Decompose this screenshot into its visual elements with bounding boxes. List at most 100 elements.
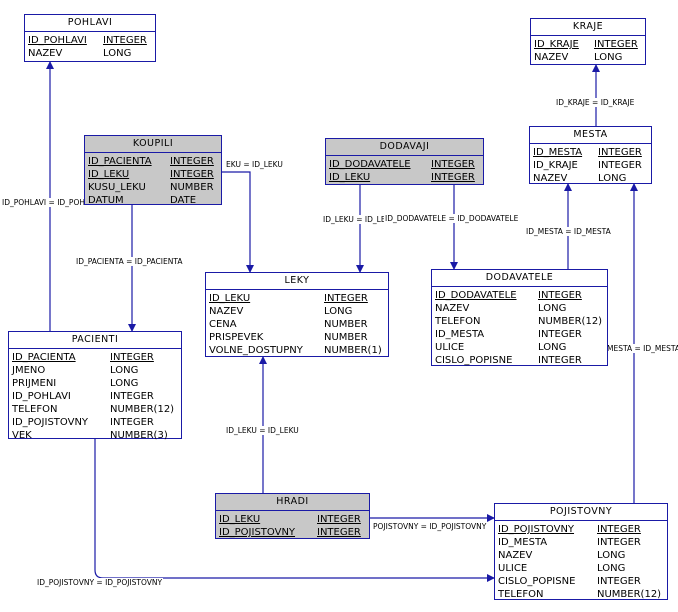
- column-name: ID_LEKU: [209, 293, 251, 304]
- column-name: ID_POHLAVI: [28, 35, 87, 46]
- column-name: ID_POHLAVI: [12, 391, 71, 402]
- column-row: ID_LEKU INTEGER: [206, 292, 388, 305]
- column-type: INTEGER: [597, 537, 641, 548]
- column-type: NUMBER(3): [110, 430, 168, 441]
- entity-title: PACIENTI: [9, 332, 181, 349]
- column-row: ID_KRAJE INTEGER: [530, 159, 651, 172]
- column-type: LONG: [598, 173, 627, 184]
- column-name: JMENO: [12, 365, 46, 376]
- column-name: ID_PACIENTA: [88, 156, 152, 167]
- entity-title: KRAJE: [531, 19, 645, 36]
- column-type: NUMBER: [324, 332, 368, 343]
- column-name: TELEFON: [12, 404, 58, 415]
- rel-label-mesta-kraje: ID_KRAJE = ID_KRAJE: [555, 98, 636, 107]
- column-row: NAZEV LONG: [25, 47, 155, 60]
- column-type: LONG: [103, 48, 132, 59]
- column-name: NAZEV: [498, 550, 533, 561]
- column-name: ID_LEKU: [219, 514, 261, 525]
- column-name: NAZEV: [209, 306, 244, 317]
- column-type: INTEGER: [598, 147, 642, 158]
- column-type: INTEGER: [317, 527, 361, 538]
- column-type: INTEGER: [170, 169, 214, 180]
- column-type: LONG: [324, 306, 353, 317]
- entity-title: HRADI: [216, 494, 369, 511]
- column-type: INTEGER: [598, 160, 642, 171]
- column-name: ID_POJISTOVNY: [219, 527, 296, 538]
- column-name: TELEFON: [435, 316, 481, 327]
- column-row: NAZEV LONG: [495, 549, 667, 562]
- column-name: TELEFON: [498, 589, 544, 600]
- column-name: DATUM: [88, 195, 124, 206]
- column-type: INTEGER: [538, 329, 582, 340]
- column-type: INTEGER: [597, 576, 641, 587]
- column-name: NAZEV: [435, 303, 470, 314]
- entity-title: DODAVAJI: [326, 139, 483, 156]
- rel-label-dodavaji-leky: ID_LEKU = ID_LE: [322, 215, 387, 224]
- column-type: NUMBER(12): [597, 589, 662, 600]
- column-type: LONG: [597, 550, 626, 561]
- rel-label-pojistovny-mesta: MESTA = ID_MESTA: [606, 344, 678, 353]
- column-type: INTEGER: [103, 35, 147, 46]
- column-name: ID_KRAJE: [533, 160, 578, 171]
- column-name: NAZEV: [28, 48, 63, 59]
- column-row: TELEFON NUMBER(12): [9, 403, 181, 416]
- column-type: INTEGER: [431, 159, 475, 170]
- rel-label-pacienti-pojistovny: ID_POJISTOVNY = ID_POJISTOVNY: [36, 578, 164, 587]
- column-name: ID_DODAVATELE: [435, 290, 517, 301]
- column-row: ID_MESTA INTEGER: [432, 328, 607, 341]
- column-name: ID_PACIENTA: [12, 352, 76, 363]
- column-type: INTEGER: [324, 293, 368, 304]
- column-type: INTEGER: [110, 391, 154, 402]
- rel-label-dodavaji-dodavatele: ID_DODAVATELE = ID_DODAVATELE: [384, 214, 520, 223]
- rel-label-dodavatele-mesta: ID_MESTA = ID_MESTA: [525, 227, 612, 236]
- column-name: VOLNE_DOSTUPNY: [209, 345, 303, 356]
- column-type: LONG: [110, 378, 139, 389]
- column-name: ID_POJISTOVNY: [12, 417, 89, 428]
- entity-title: DODAVATELE: [432, 270, 607, 287]
- entity-title: LEKY: [206, 273, 388, 290]
- column-type: NUMBER: [170, 182, 214, 193]
- column-type: LONG: [538, 342, 567, 353]
- column-name: ULICE: [498, 563, 528, 574]
- column-name: CISLO_POPISNE: [435, 355, 513, 366]
- rel-label-pacienti-pohlavi: ID_POHLAVI = ID_POH: [1, 198, 87, 207]
- column-row: ID_POJISTOVNY INTEGER: [495, 523, 667, 536]
- rel-label-koupili-leky: EKU = ID_LEKU: [225, 160, 284, 169]
- rel-label-hradi-pojistovny: POJISTOVNY = ID_POJISTOVNY: [372, 522, 488, 531]
- column-type: NUMBER(12): [110, 404, 175, 415]
- column-row: ID_POHLAVI INTEGER: [9, 390, 181, 403]
- column-row: ID_POHLAVI INTEGER: [25, 34, 155, 47]
- column-type: INTEGER: [597, 524, 641, 535]
- column-name: ID_MESTA: [435, 329, 485, 340]
- column-name: ID_POJISTOVNY: [498, 524, 575, 535]
